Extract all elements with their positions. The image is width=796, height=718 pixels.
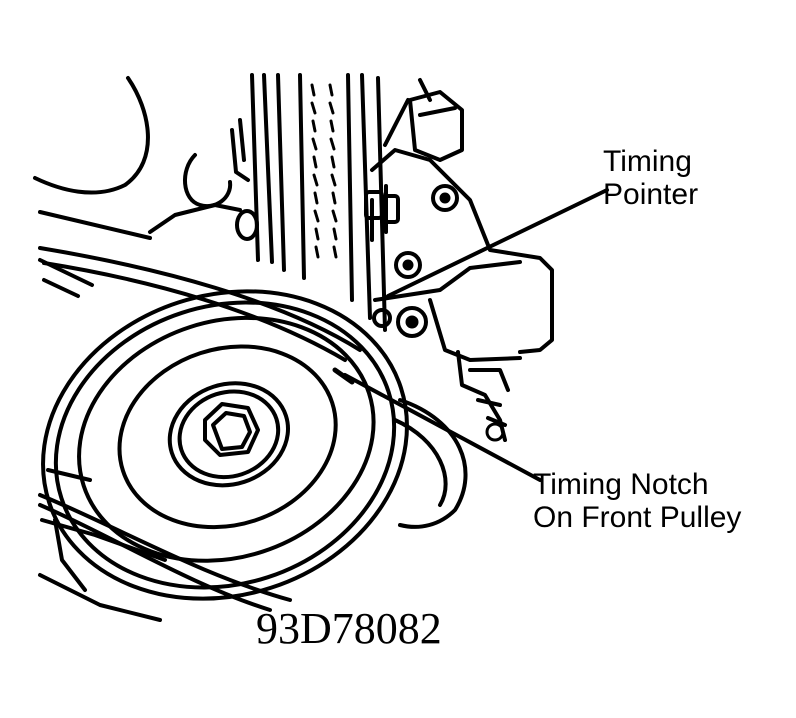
timing-pointer-bracket <box>364 90 554 442</box>
timing-chain-links <box>310 83 338 259</box>
drive-belt <box>38 246 362 612</box>
timing-pointer-label-line1: Timing <box>603 145 692 178</box>
timing-notch-label-line1: Timing Notch <box>533 468 709 501</box>
timing-notch-label-line2: On Front Pulley <box>533 501 742 534</box>
timing-pointer-label-line2: Pointer <box>603 178 699 211</box>
figure-id: 93D78082 <box>256 604 442 653</box>
timing-pointer-leader <box>386 188 609 298</box>
left-bracket <box>148 118 259 241</box>
front-pulley <box>41 289 409 601</box>
timing-pointer-label: Timing Pointer <box>603 145 698 211</box>
crank-bolt <box>203 402 260 457</box>
timing-notch-leader <box>343 373 542 482</box>
timing-notch-label: Timing Notch On Front Pulley <box>533 468 741 534</box>
bracket-bolts <box>372 184 505 442</box>
